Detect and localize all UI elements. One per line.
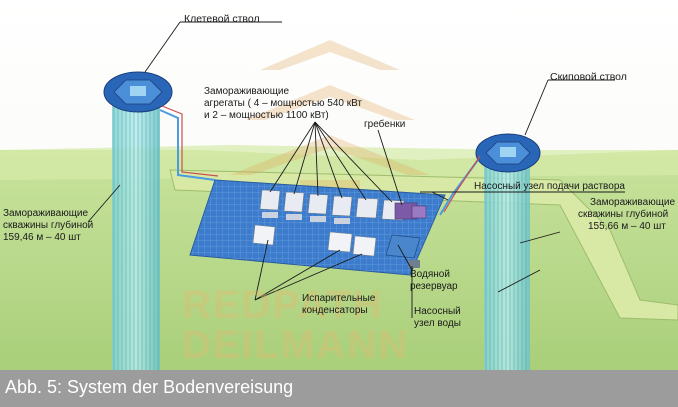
skip-shaft-head — [475, 133, 541, 173]
label-right-wells-3: 155,66 м – 40 шт — [588, 221, 666, 232]
station-pad — [189, 179, 446, 276]
leader-lines — [87, 21, 625, 318]
water-pump-unit — [408, 260, 420, 268]
label-manifolds: гребенки — [364, 119, 406, 130]
label-water-pump-2: узел воды — [414, 318, 461, 329]
label-right-wells-2: скважины глубиной — [578, 209, 669, 220]
cage-shaft-head — [103, 71, 173, 113]
watermark-line2: DEILMANN — [182, 323, 409, 367]
label-left-wells-1: Замораживающие — [3, 208, 89, 219]
label-freezing-units-1: Замораживающие — [204, 86, 290, 97]
skip-shaft-wells — [484, 160, 530, 370]
figure-caption: Abb. 5: System der Bodenvereisung — [5, 377, 294, 397]
freezing-units — [259, 189, 405, 224]
water-tank — [385, 234, 421, 259]
label-freezing-units-3: и 2 – мощностью 1100 кВт) — [204, 110, 329, 121]
label-water-tank-1: Водяной — [410, 269, 450, 280]
caption-bar: Abb. 5: System der Bodenvereisung — [0, 370, 678, 407]
label-pump-solution: Насосный узел подачи раствора — [474, 181, 625, 192]
label-water-pump-1: Насосный — [414, 306, 461, 317]
freezing-system-illustration: REDPATH DEILMANN — [0, 0, 678, 370]
watermark-line1: REDPATH — [182, 283, 383, 327]
label-freezing-units-2: агрегаты ( 4 – мощностью 540 кВт — [204, 98, 363, 109]
watermark-text: REDPATH DEILMANN — [182, 283, 409, 367]
label-left-wells-2: скважины глубиной — [3, 220, 94, 231]
label-right-wells-1: Замораживающие — [590, 197, 676, 208]
label-skip-shaft: Скиповой ствол — [550, 71, 627, 83]
label-evaporators-1: Испарительные — [302, 293, 376, 304]
label-cage-shaft: Клетевой ствол — [184, 13, 260, 25]
label-left-wells-3: 159,46 м – 40 шт — [3, 232, 81, 243]
cage-shaft-wells — [112, 100, 160, 370]
manifolds — [394, 202, 427, 220]
label-evaporators-2: конденсаторы — [302, 305, 368, 316]
evaporator-condensers — [252, 224, 377, 257]
label-water-tank-2: резервуар — [410, 281, 458, 292]
